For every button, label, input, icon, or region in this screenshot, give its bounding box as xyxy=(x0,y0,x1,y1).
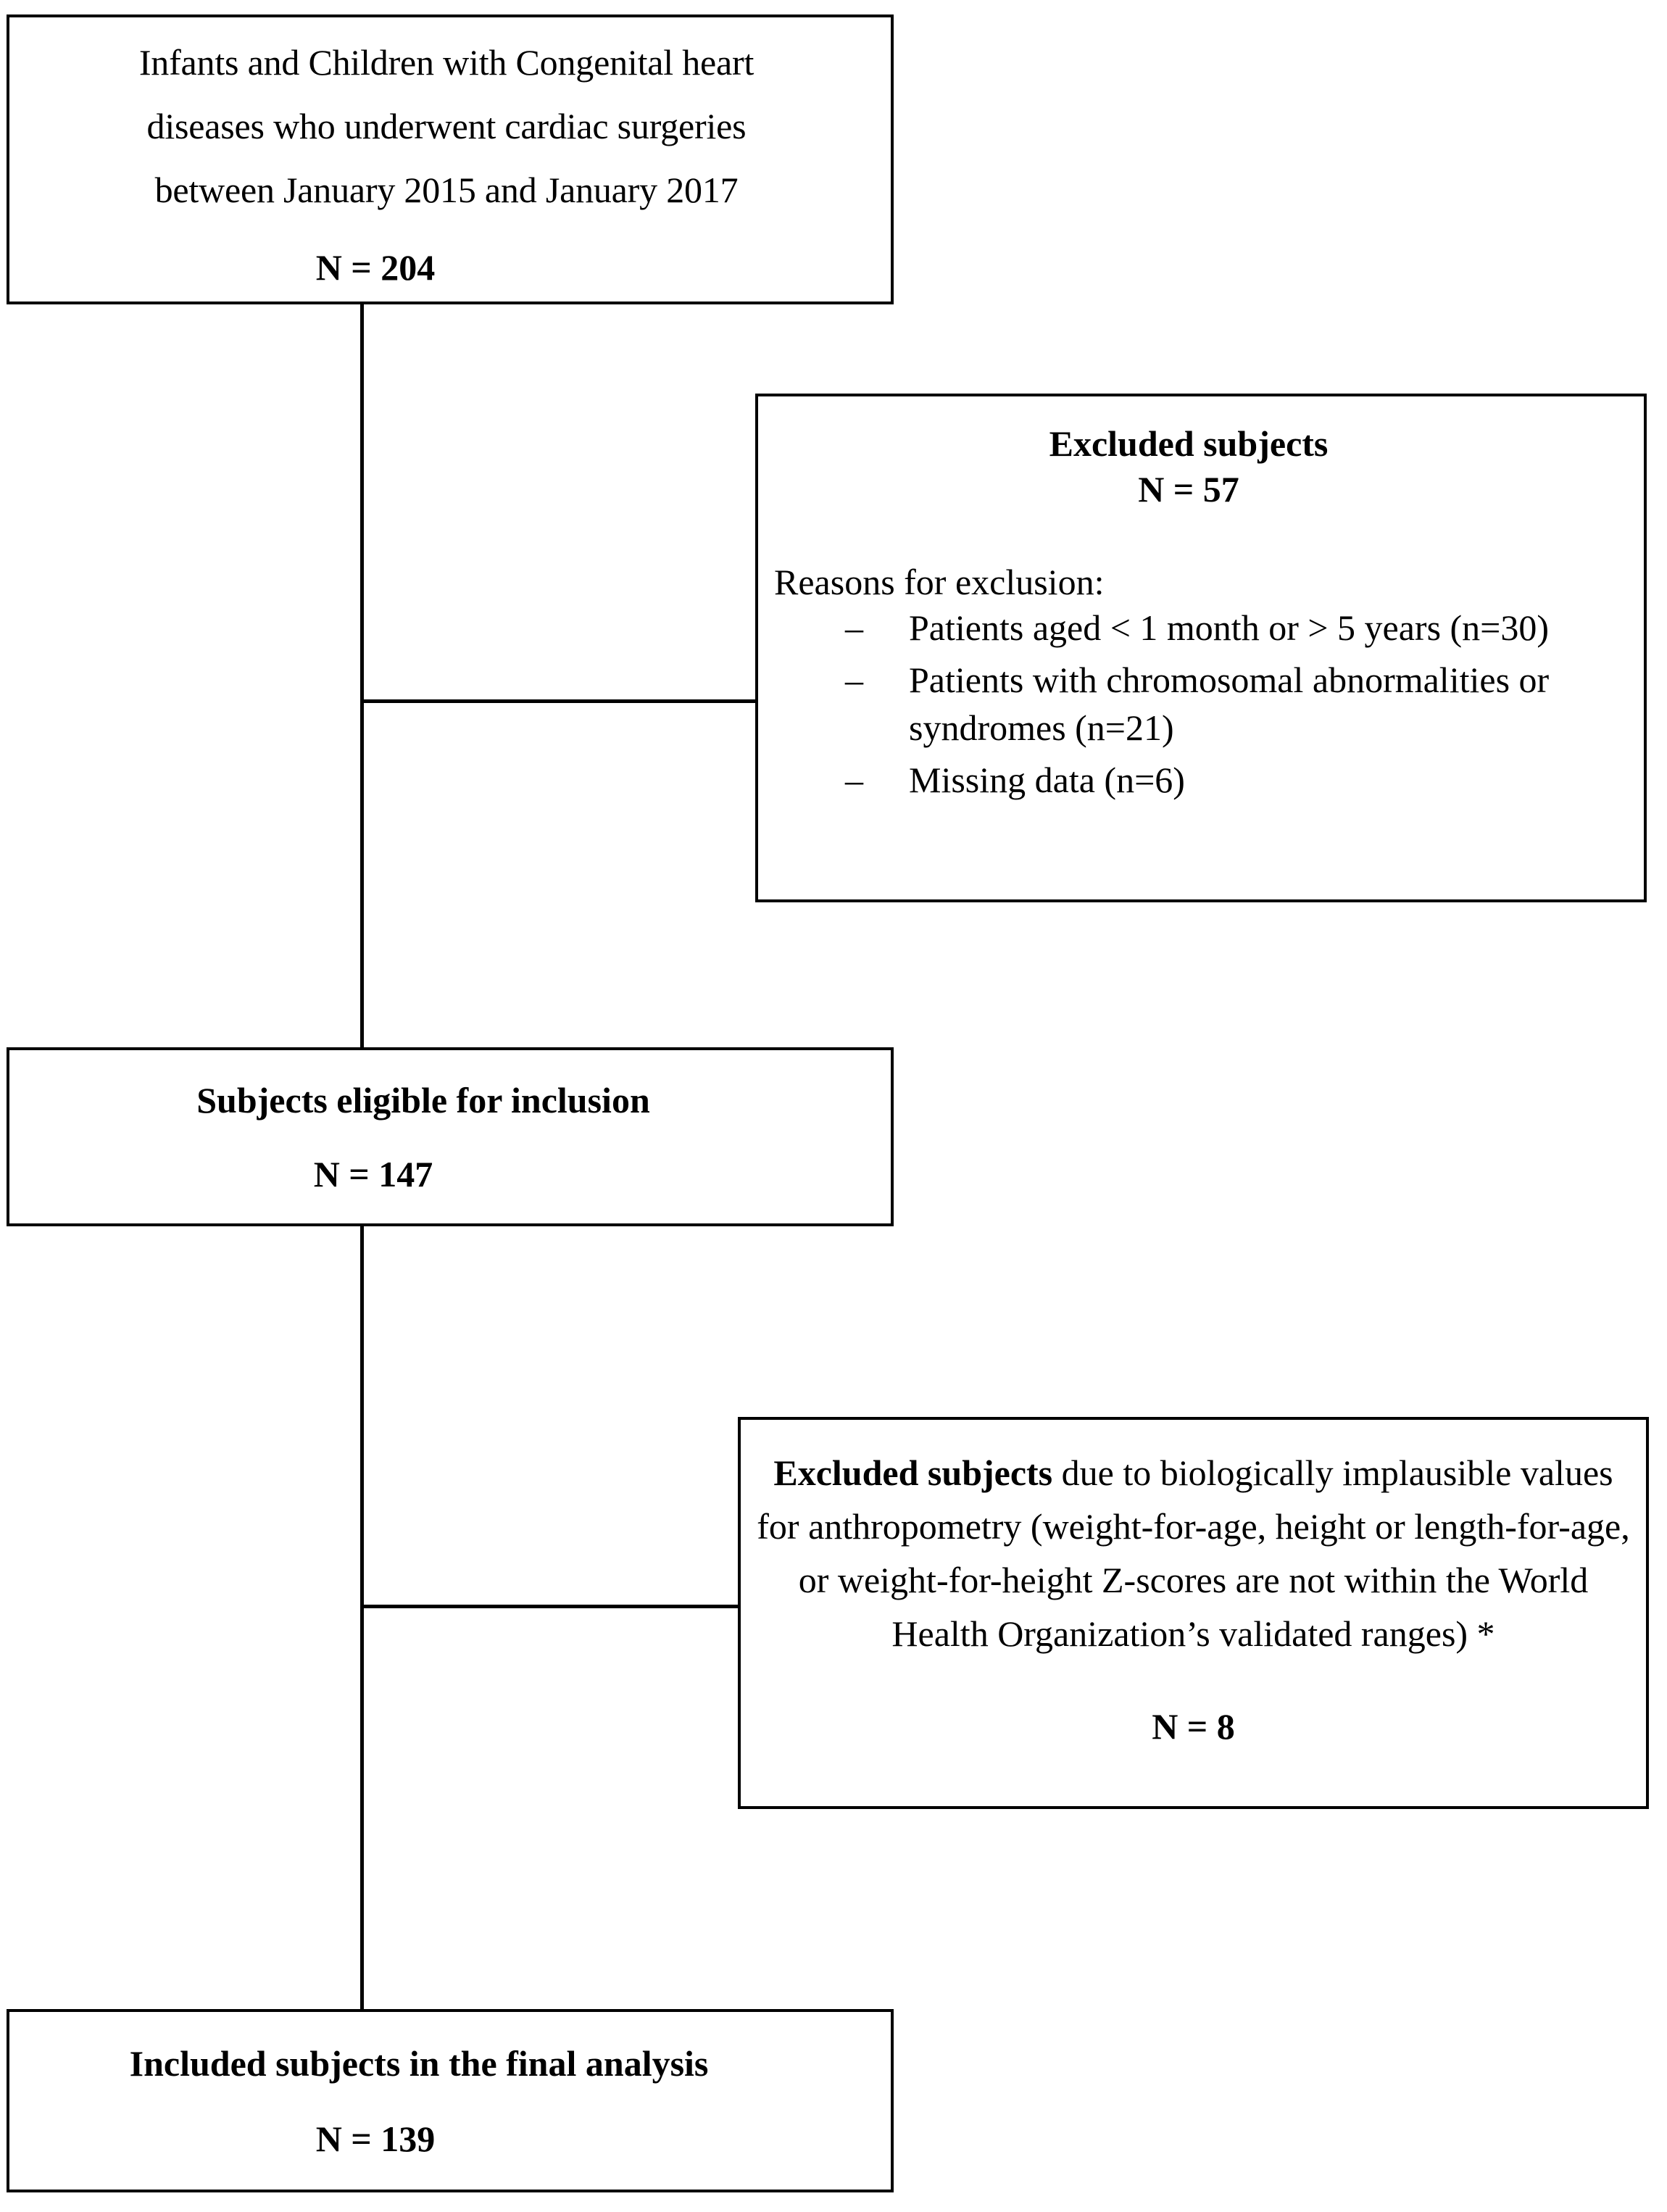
connector-line-eligible-to-included xyxy=(360,1226,364,2009)
eligible-heading: Subjects eligible for inclusion xyxy=(196,1079,650,1120)
excluded-second-count: N = 8 xyxy=(1152,1706,1235,1747)
connector-line-to-excluded-first xyxy=(360,699,757,703)
source-population-line-2: diseases who underwent cardiac surgeries xyxy=(146,106,747,146)
exclusion-reasons-label: Reasons for exclusion: xyxy=(774,562,1105,602)
exclusion-reason-text: Missing data (n=6) xyxy=(909,760,1185,800)
box-source-population: Infants and Children with Congenital hea… xyxy=(7,14,894,304)
excluded-first-count: N = 57 xyxy=(1138,469,1239,510)
box-excluded-subjects-second: Excluded subjects due to biologically im… xyxy=(738,1417,1649,1809)
list-item: – Missing data (n=6) xyxy=(845,756,1622,804)
included-heading: Included subjects in the final analysis xyxy=(129,2042,709,2084)
included-count: N = 139 xyxy=(315,2118,436,2159)
source-population-description: Infants and Children with Congenital hea… xyxy=(9,30,891,222)
excluded-second-description: Excluded subjects due to biologically im… xyxy=(757,1446,1630,1660)
dash-bullet-icon: – xyxy=(845,607,863,648)
list-item: – Patients with chromosomal abnormalities… xyxy=(845,656,1622,752)
source-population-line-3: between January 2015 and January 2017 xyxy=(154,170,739,210)
exclusion-reason-text: Patients with chromosomal abnormalities … xyxy=(909,660,1550,748)
eligible-count: N = 147 xyxy=(313,1153,433,1194)
connector-line-source-to-eligible xyxy=(360,304,364,1047)
box-subjects-eligible: Subjects eligible for inclusion N = 147 xyxy=(7,1047,894,1226)
connector-line-to-excluded-second xyxy=(360,1605,740,1608)
excluded-first-title: Excluded subjects xyxy=(1049,423,1329,464)
excluded-first-header: Excluded subjects N = 57 xyxy=(774,421,1622,512)
excluded-second-bold-lead: Excluded subjects xyxy=(773,1452,1053,1493)
list-item: – Patients aged < 1 month or > 5 years (n… xyxy=(845,604,1622,652)
source-population-line-1: Infants and Children with Congenital hea… xyxy=(138,42,754,83)
source-population-count: N = 204 xyxy=(315,247,436,288)
exclusion-reasons-list: – Patients aged < 1 month or > 5 years (n… xyxy=(774,604,1622,808)
box-excluded-subjects-first: Excluded subjects N = 57 Reasons for exc… xyxy=(755,394,1647,902)
exclusion-reason-text: Patients aged < 1 month or > 5 years (n=… xyxy=(909,607,1550,648)
excluded-second-rest: due to biologically implausible values f… xyxy=(757,1452,1630,1654)
dash-bullet-icon: – xyxy=(845,660,863,700)
box-included-subjects: Included subjects in the final analysis … xyxy=(7,2009,894,2192)
dash-bullet-icon: – xyxy=(845,760,863,800)
